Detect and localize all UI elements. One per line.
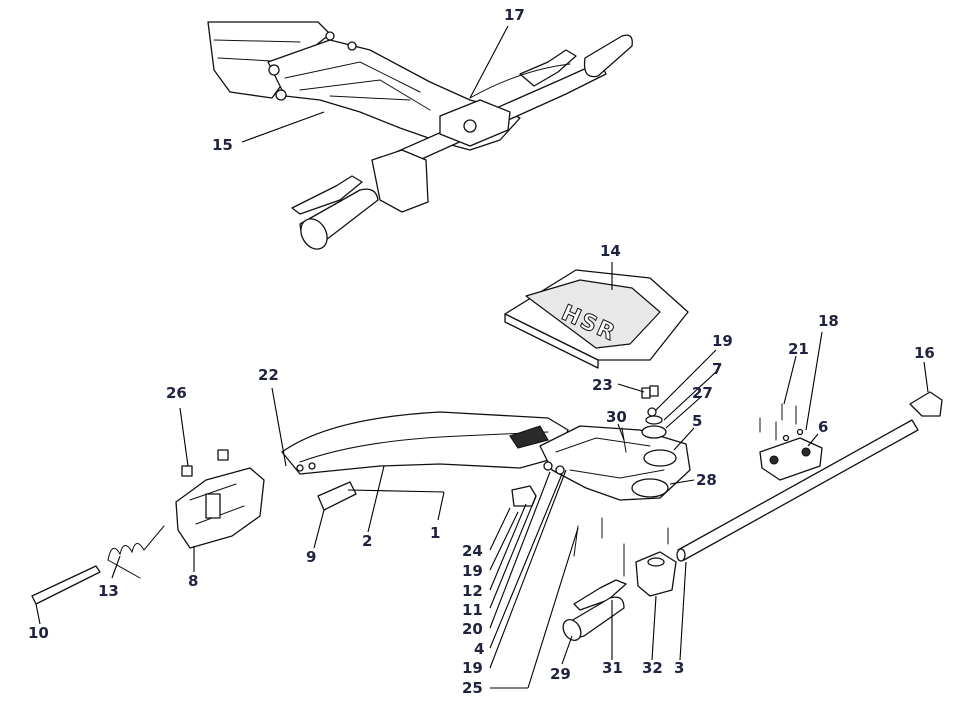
callout-20: 20: [462, 620, 483, 638]
part-bracket-5: [539, 425, 691, 501]
callout-5: 5: [692, 412, 702, 430]
callout-8: 8: [188, 572, 198, 590]
callout-14: 14: [600, 242, 621, 260]
assembled-handlebar-view: [207, 21, 633, 250]
callout-11: 11: [462, 601, 483, 619]
part-cable-end-9: [317, 481, 357, 511]
callout-23: 23: [592, 376, 613, 394]
callout-15: 15: [212, 136, 233, 154]
part-caps-26: [181, 449, 229, 477]
callout-2: 2: [362, 532, 372, 550]
callout-3: 3: [674, 659, 684, 677]
part-washers-7-27: [641, 407, 667, 439]
callout-19-low: 19: [462, 659, 483, 677]
callout-27: 27: [692, 384, 713, 402]
callout-10: 10: [28, 624, 49, 642]
part-spring-13: [107, 525, 165, 579]
callout-22: 22: [258, 366, 279, 384]
leader-lines: [35, 25, 929, 689]
callout-16: 16: [914, 344, 935, 362]
part-nuts-23: [641, 385, 659, 399]
callout-29: 29: [550, 665, 571, 683]
callout-25: 25: [462, 679, 483, 697]
part-lever-clamp-16: [909, 391, 943, 417]
callout-19-mid: 19: [462, 562, 483, 580]
part-clamp-block-32: [635, 551, 677, 597]
callout-24: 24: [462, 542, 483, 560]
callout-1: 1: [430, 524, 440, 542]
part-clamp-6: [759, 437, 823, 481]
callout-17: 17: [504, 6, 525, 24]
callout-31: 31: [602, 659, 623, 677]
callout-21: 21: [788, 340, 809, 358]
callout-4: 4: [474, 640, 484, 658]
assembled-left-clamp: [371, 149, 429, 213]
part-fairing-1-2: [281, 411, 569, 475]
callout-6: 6: [818, 418, 828, 436]
part-bolts-21: [759, 403, 804, 442]
callout-26: 26: [166, 384, 187, 402]
callout-32: 32: [642, 659, 663, 677]
callout-12: 12: [462, 582, 483, 600]
callout-18: 18: [818, 312, 839, 330]
callout-19-top: 19: [712, 332, 733, 350]
part-rod-10: [31, 565, 101, 605]
assembled-right-grip: [583, 34, 633, 78]
assembled-left-lever: [291, 175, 363, 215]
callout-7: 7: [712, 360, 722, 378]
part-base-plate-8: [175, 467, 265, 549]
callout-labels: 17 15 14 19 18 21 16 7 23 27 30 5 6 28 2…: [28, 6, 935, 697]
part-cover-14: HSR: [504, 269, 689, 369]
callout-30: 30: [606, 408, 627, 426]
part-lever-31: [573, 579, 627, 611]
part-block-4: [511, 485, 537, 507]
callout-28: 28: [696, 471, 717, 489]
callout-13: 13: [98, 582, 119, 600]
callout-9: 9: [306, 548, 316, 566]
